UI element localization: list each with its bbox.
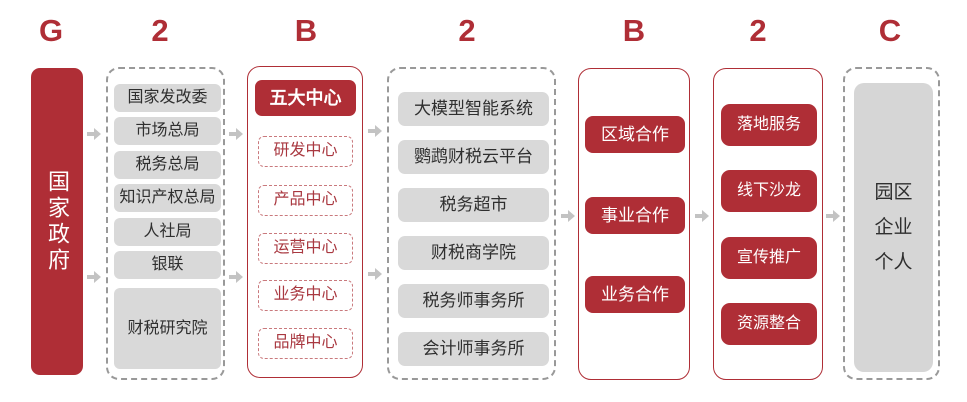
centers-group: 五大中心 研发中心 产品中心 运营中心 业务中心 品牌中心 <box>247 66 363 378</box>
letter-2-services: 2 <box>749 13 767 48</box>
customer-line: 企业 <box>874 217 913 238</box>
customers-group: 园区 企业 个人 <box>843 67 940 380</box>
service-item: 落地服务 <box>721 104 817 146</box>
government-box: 国家政府 <box>31 68 83 375</box>
cooperation-item: 区域合作 <box>585 116 685 153</box>
agencies-group: 国家发改委 市场总局 税务总局 知识产权总局 人社局 银联 财税研究院 <box>106 67 225 380</box>
right-arrow-icon <box>561 210 575 222</box>
cooperation-item: 业务合作 <box>585 276 685 313</box>
right-arrow-icon <box>368 268 382 280</box>
cooperation-item: 事业合作 <box>585 197 685 234</box>
agency-item: 知识产权总局 <box>114 184 221 212</box>
agency-item: 人社局 <box>114 218 221 246</box>
letter-b-centers: B <box>294 13 318 48</box>
agency-item: 市场总局 <box>114 117 221 145</box>
agency-item: 银联 <box>114 251 221 279</box>
customers-box: 园区 企业 个人 <box>854 83 933 372</box>
platforms-group: 大模型智能系统 鹦鹉财税云平台 税务超市 财税商学院 税务师事务所 会计师事务所 <box>387 67 556 380</box>
customer-line: 个人 <box>874 252 913 273</box>
letter-2-agencies: 2 <box>151 13 169 48</box>
letter-g-government: G <box>38 13 64 48</box>
letter-b-cooperation: B <box>622 13 646 48</box>
right-arrow-icon <box>87 271 101 283</box>
center-item: 运营中心 <box>258 233 353 264</box>
centers-header: 五大中心 <box>255 80 356 116</box>
letter-c-customers: C <box>878 13 902 48</box>
customer-line: 园区 <box>874 182 913 203</box>
services-group: 落地服务 线下沙龙 宣传推广 资源整合 <box>713 68 823 380</box>
right-arrow-icon <box>368 125 382 137</box>
right-arrow-icon <box>229 128 243 140</box>
service-item: 资源整合 <box>721 303 817 345</box>
center-item: 研发中心 <box>258 136 353 167</box>
platform-item: 会计师事务所 <box>398 332 549 366</box>
agency-item: 国家发改委 <box>114 84 221 112</box>
platform-item: 鹦鹉财税云平台 <box>398 140 549 174</box>
cooperation-group: 区域合作 事业合作 业务合作 <box>578 68 690 380</box>
right-arrow-icon <box>695 210 709 222</box>
platform-item: 税务超市 <box>398 188 549 222</box>
agency-item: 财税研究院 <box>114 288 221 369</box>
platform-item: 税务师事务所 <box>398 284 549 318</box>
letter-2-platforms: 2 <box>458 13 476 48</box>
center-item: 品牌中心 <box>258 328 353 359</box>
center-item: 业务中心 <box>258 280 353 311</box>
platform-item: 财税商学院 <box>398 236 549 270</box>
platform-item: 大模型智能系统 <box>398 92 549 126</box>
right-arrow-icon <box>87 128 101 140</box>
government-label: 国家政府 <box>45 169 70 274</box>
right-arrow-icon <box>229 271 243 283</box>
service-item: 宣传推广 <box>721 237 817 279</box>
right-arrow-icon <box>826 210 840 222</box>
service-item: 线下沙龙 <box>721 170 817 212</box>
agency-item: 税务总局 <box>114 151 221 179</box>
center-item: 产品中心 <box>258 185 353 216</box>
